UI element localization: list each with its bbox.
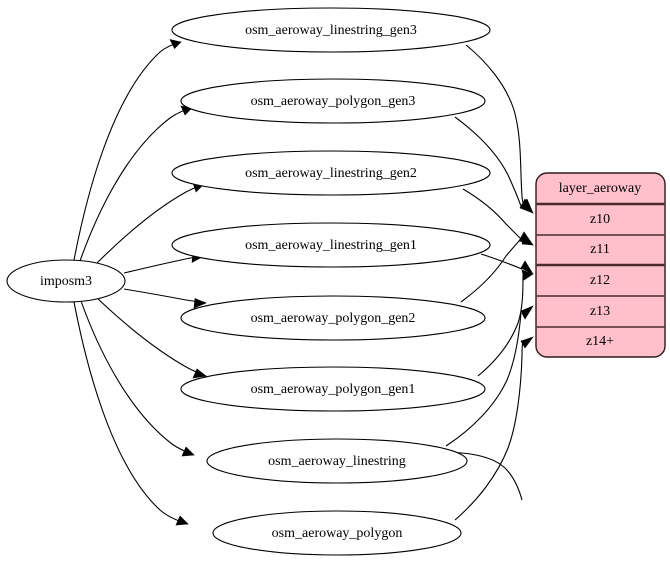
table-row-label-z12: z12 bbox=[590, 273, 610, 288]
table-row-label-z13: z13 bbox=[590, 304, 610, 319]
edge-osm_aeroway_polygon_gen2-to-layer_aeroway-z11 bbox=[460, 233, 534, 303]
node-label-osm_aeroway_linestring: osm_aeroway_linestring bbox=[268, 454, 406, 469]
node-label-osm_aeroway_polygon: osm_aeroway_polygon bbox=[272, 526, 403, 541]
node-osm_aeroway_linestring[interactable]: osm_aeroway_linestring bbox=[206, 438, 468, 484]
node-label-osm_aeroway_polygon_gen1: osm_aeroway_polygon_gen1 bbox=[251, 382, 416, 397]
edge-osm_aeroway_linestring-to-layer_aeroway-z13 bbox=[445, 305, 534, 447]
table-row-label-z11: z11 bbox=[590, 242, 610, 257]
edge-osm_aeroway_polygon-to-layer_aeroway-z14 bbox=[454, 336, 534, 521]
table-header-label-layer_aeroway: layer_aeroway bbox=[559, 181, 641, 196]
edge-osm_aeroway_linestring_gen3-to-layer_aeroway-z10 bbox=[465, 44, 534, 214]
node-osm_aeroway_polygon_gen2[interactable]: osm_aeroway_polygon_gen2 bbox=[180, 295, 486, 341]
node-label-osm_aeroway_polygon_gen2: osm_aeroway_polygon_gen2 bbox=[251, 311, 416, 326]
edge-imposm3-to-osm_aeroway_polygon_gen3 bbox=[79, 105, 193, 262]
node-label-osm_aeroway_linestring_gen2: osm_aeroway_linestring_gen2 bbox=[245, 166, 417, 181]
edge-imposm3-to-osm_aeroway_linestring_gen3 bbox=[73, 39, 182, 261]
edge-secondary-strand-z14 bbox=[447, 451, 523, 501]
node-osm_aeroway_linestring_gen1[interactable]: osm_aeroway_linestring_gen1 bbox=[171, 222, 491, 268]
node-osm_aeroway_linestring_gen3[interactable]: osm_aeroway_linestring_gen3 bbox=[171, 7, 491, 53]
table-row-label-z10: z10 bbox=[590, 212, 610, 227]
node-imposm3[interactable]: imposm3 bbox=[6, 259, 126, 303]
node-osm_aeroway_polygon_gen3[interactable]: osm_aeroway_polygon_gen3 bbox=[180, 78, 486, 124]
node-label-osm_aeroway_linestring_gen3: osm_aeroway_linestring_gen3 bbox=[245, 23, 417, 38]
node-group-middle: osm_aeroway_linestring_gen3 osm_aeroway_… bbox=[171, 7, 491, 556]
edge-imposm3-to-osm_aeroway_polygon_gen1 bbox=[95, 296, 207, 379]
edge-group-tables-to-layer bbox=[445, 44, 534, 521]
edge-imposm3-to-osm_aeroway_polygon_gen2 bbox=[123, 288, 207, 309]
edge-osm_aeroway_linestring_gen1-to-layer_aeroway-z12 bbox=[480, 253, 534, 275]
edge-imposm3-to-osm_aeroway_linestring bbox=[80, 300, 195, 457]
node-osm_aeroway_linestring_gen2[interactable]: osm_aeroway_linestring_gen2 bbox=[171, 150, 491, 196]
node-label-imposm3: imposm3 bbox=[40, 274, 92, 289]
node-label-osm_aeroway_polygon_gen3: osm_aeroway_polygon_gen3 bbox=[251, 94, 416, 109]
node-osm_aeroway_polygon[interactable]: osm_aeroway_polygon bbox=[212, 510, 462, 556]
table-row-label-z14-plus: z14+ bbox=[586, 334, 614, 349]
node-layer_aeroway-table[interactable]: layer_aeroway z10 z11 z12 z13 z14+ bbox=[535, 172, 666, 358]
edge-osm_aeroway_polygon_gen1-to-layer_aeroway-z12 bbox=[477, 269, 534, 377]
edge-osm_aeroway_polygon_gen3-to-layer_aeroway-z10 bbox=[454, 116, 534, 214]
node-osm_aeroway_polygon_gen1[interactable]: osm_aeroway_polygon_gen1 bbox=[180, 366, 486, 412]
edge-imposm3-to-osm_aeroway_polygon bbox=[73, 301, 189, 526]
node-label-osm_aeroway_linestring_gen1: osm_aeroway_linestring_gen1 bbox=[245, 238, 417, 253]
